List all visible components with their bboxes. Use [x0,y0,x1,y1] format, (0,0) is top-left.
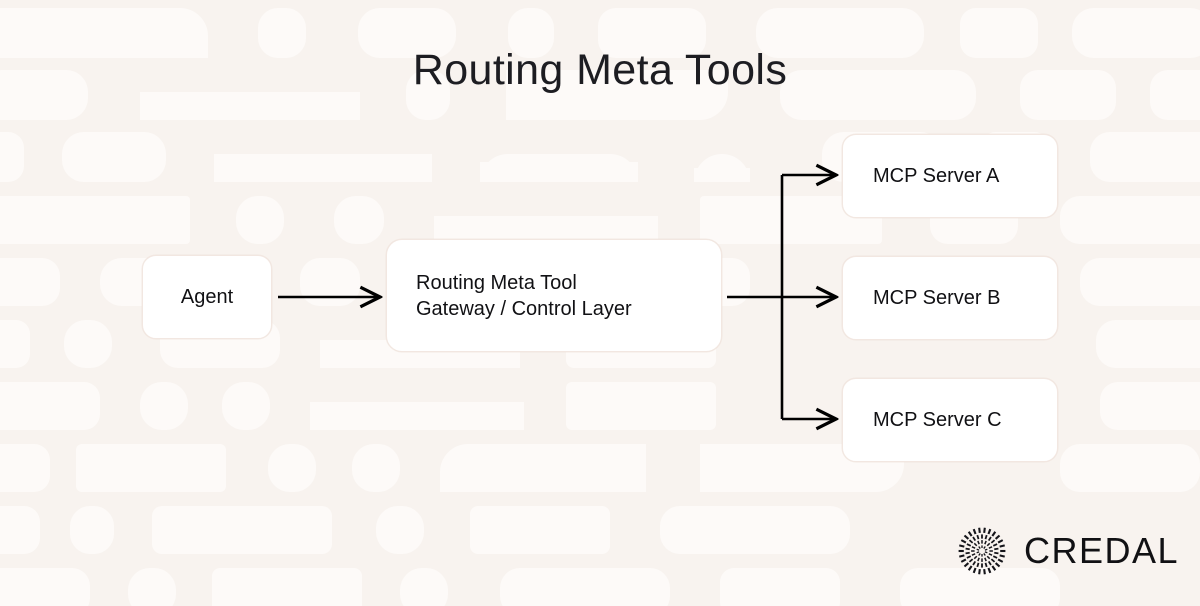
node-mcp-server-c-label: MCP Server C [873,409,1002,431]
node-mcp-server-c[interactable]: MCP Server C [842,378,1058,462]
credal-wordmark: CREDAL [1024,530,1180,571]
page-title: Routing Meta Tools [412,46,788,94]
node-mcp-server-b-label: MCP Server B [873,287,1001,309]
node-agent[interactable]: Agent [142,255,272,339]
node-routing-meta-tool-gateway[interactable]: Routing Meta Tool Gateway / Control Laye… [386,239,722,352]
node-mcp-server-a-label: MCP Server A [873,165,1000,187]
node-gateway-label: Routing Meta Tool Gateway / Control Laye… [416,271,632,320]
credal-logo: CREDAL [956,520,1178,582]
node-agent-label: Agent [180,286,234,308]
node-mcp-server-b[interactable]: MCP Server B [842,256,1058,340]
radial-burst-icon [958,527,1006,575]
node-mcp-server-a[interactable]: MCP Server A [842,134,1058,218]
